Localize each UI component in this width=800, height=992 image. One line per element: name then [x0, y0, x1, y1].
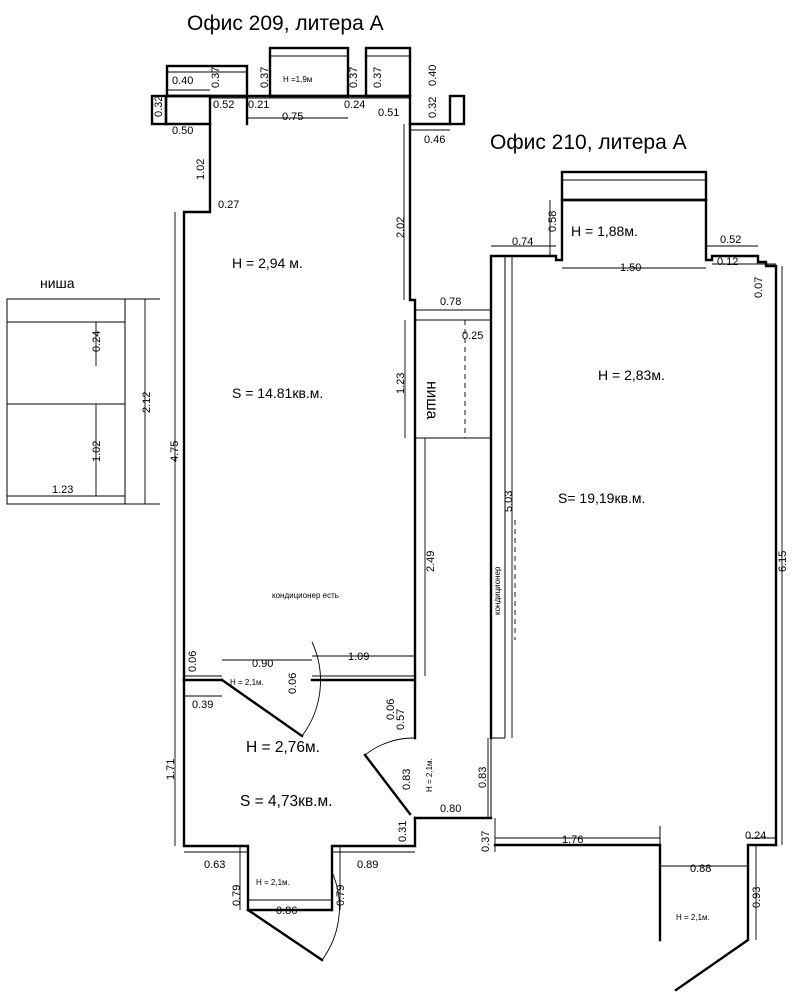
dim-079-b: 0.79: [335, 885, 347, 906]
window-frame-center: [268, 46, 350, 98]
niche-detail-title: ниша: [40, 275, 75, 291]
dim-040-left: 0.40: [172, 75, 193, 87]
dim-090: 0.90: [252, 658, 273, 670]
dim-080: 0.80: [440, 803, 461, 815]
dim-027: 0.27: [218, 199, 239, 211]
dim-475: 4.75: [169, 441, 181, 462]
dim-031: 0.31: [397, 821, 409, 842]
title-office-209: Офис 209, литера А: [187, 12, 384, 35]
dim-037-b: 0.37: [259, 67, 271, 88]
dim-r012: 0.12: [717, 256, 738, 268]
dim-078: 0.78: [440, 296, 461, 308]
dim-032-left: 0.32: [153, 96, 165, 117]
dim-063: 0.63: [204, 859, 225, 871]
dim-r503: 5.03: [503, 491, 515, 512]
window-height-209: H =1,9м: [283, 75, 312, 84]
dim-039: 0.39: [192, 699, 213, 711]
dim-052: 0.52: [213, 99, 234, 111]
dim-r074: 0.74: [512, 236, 533, 248]
dim-021: 0.21: [248, 99, 269, 111]
dim-r037: 0.37: [480, 831, 492, 852]
dim-046: 0.46: [424, 134, 445, 146]
window-height-210: H = 1,88м.: [571, 223, 638, 239]
door-leaf-210: [363, 753, 412, 816]
dim-r615: 6.15: [777, 551, 789, 572]
dim-057: 0.57: [395, 709, 407, 730]
title-office-210: Офис 210, литера А: [490, 131, 687, 154]
hallway-area: S = 4,73кв.м.: [240, 793, 332, 810]
hallway: H = 2,1м. H = 2,1м. H = 2,1м. H = 2,76м.…: [165, 641, 493, 962]
dim-037-a: 0.37: [210, 67, 222, 88]
door-height-1: H = 2,1м.: [230, 678, 264, 687]
dim-040-right: 0.40: [427, 65, 439, 86]
office-209-height: H = 2,94 м.: [232, 255, 303, 271]
dim-r052: 0.52: [720, 234, 741, 246]
dim-037-c: 0.37: [348, 67, 360, 88]
office-210-ac-note: кондиционер: [493, 566, 502, 615]
niche-dim-212: 2.12: [141, 392, 153, 413]
window-frame-left: [165, 64, 249, 98]
niche-dim-024: 0.24: [91, 331, 103, 352]
office-210: кондиционер H = 1,88м. H = 2,83м. S= 19,…: [480, 170, 789, 992]
office-210-height: H = 2,83м.: [598, 367, 665, 383]
dim-051: 0.51: [378, 107, 399, 119]
dim-123: 1.23: [395, 373, 407, 394]
dim-r093: 0.93: [751, 887, 763, 908]
dim-r007: 0.07: [753, 277, 765, 298]
niche-dim-123: 1.23: [52, 484, 73, 496]
dim-025: 0.25: [462, 330, 483, 342]
dim-102: 1.02: [195, 159, 207, 180]
dim-083-a: 0.83: [401, 769, 413, 790]
dim-037-d: 0.37: [372, 67, 384, 88]
dim-006-a: 0.06: [187, 651, 199, 672]
dim-032-right: 0.32: [427, 97, 439, 118]
niche-detail: ниша 0.24 1.02 2.12 1.23: [6, 275, 160, 505]
dim-024: 0.24: [344, 99, 365, 111]
office-209-ac-note: кондиционер есть: [272, 591, 339, 600]
dim-249: 2.49: [425, 551, 437, 572]
pier-right: [448, 94, 466, 126]
door-height-2: H = 2,1м.: [425, 758, 434, 792]
dim-083-b: 0.83: [477, 767, 489, 788]
door-height-210: H = 2,1м.: [676, 913, 710, 922]
window-frame-210: [560, 170, 708, 202]
dim-050: 0.50: [172, 125, 193, 137]
dim-202: 2.02: [395, 217, 407, 238]
door-height-3: H = 2,1м.: [256, 878, 290, 887]
dim-079-a: 0.79: [231, 885, 243, 906]
dim-r176: 1.76: [562, 834, 583, 846]
door-leaf-entry: [246, 908, 324, 962]
niche-label: ниша: [423, 381, 440, 420]
dim-r058: 0.58: [547, 211, 559, 232]
office-209-area: S = 14.81кв.м.: [232, 385, 323, 401]
hallway-height: H = 2,76м.: [246, 739, 320, 756]
dim-089: 0.89: [357, 859, 378, 871]
niche-outline: [6, 298, 126, 505]
office-209: H =1,9м ниша H = 2,94 м. S = 14.81кв.м. …: [150, 46, 492, 740]
dim-r150: 1.50: [620, 262, 641, 274]
office-210-area: S= 19,19кв.м.: [558, 490, 645, 506]
dim-h006: 0.06: [385, 699, 397, 720]
dim-006-b: 0.06: [287, 673, 299, 694]
dim-r024: 0.24: [745, 830, 766, 842]
niche-dim-102: 1.02: [91, 441, 103, 462]
dim-075: 0.75: [282, 111, 303, 123]
dim-171: 1.71: [165, 759, 177, 780]
door-leaf-209: [220, 678, 304, 738]
dim-r088: 0.88: [690, 863, 711, 875]
dim-109: 1.09: [348, 651, 369, 663]
dim-086: 0.86: [276, 905, 297, 917]
